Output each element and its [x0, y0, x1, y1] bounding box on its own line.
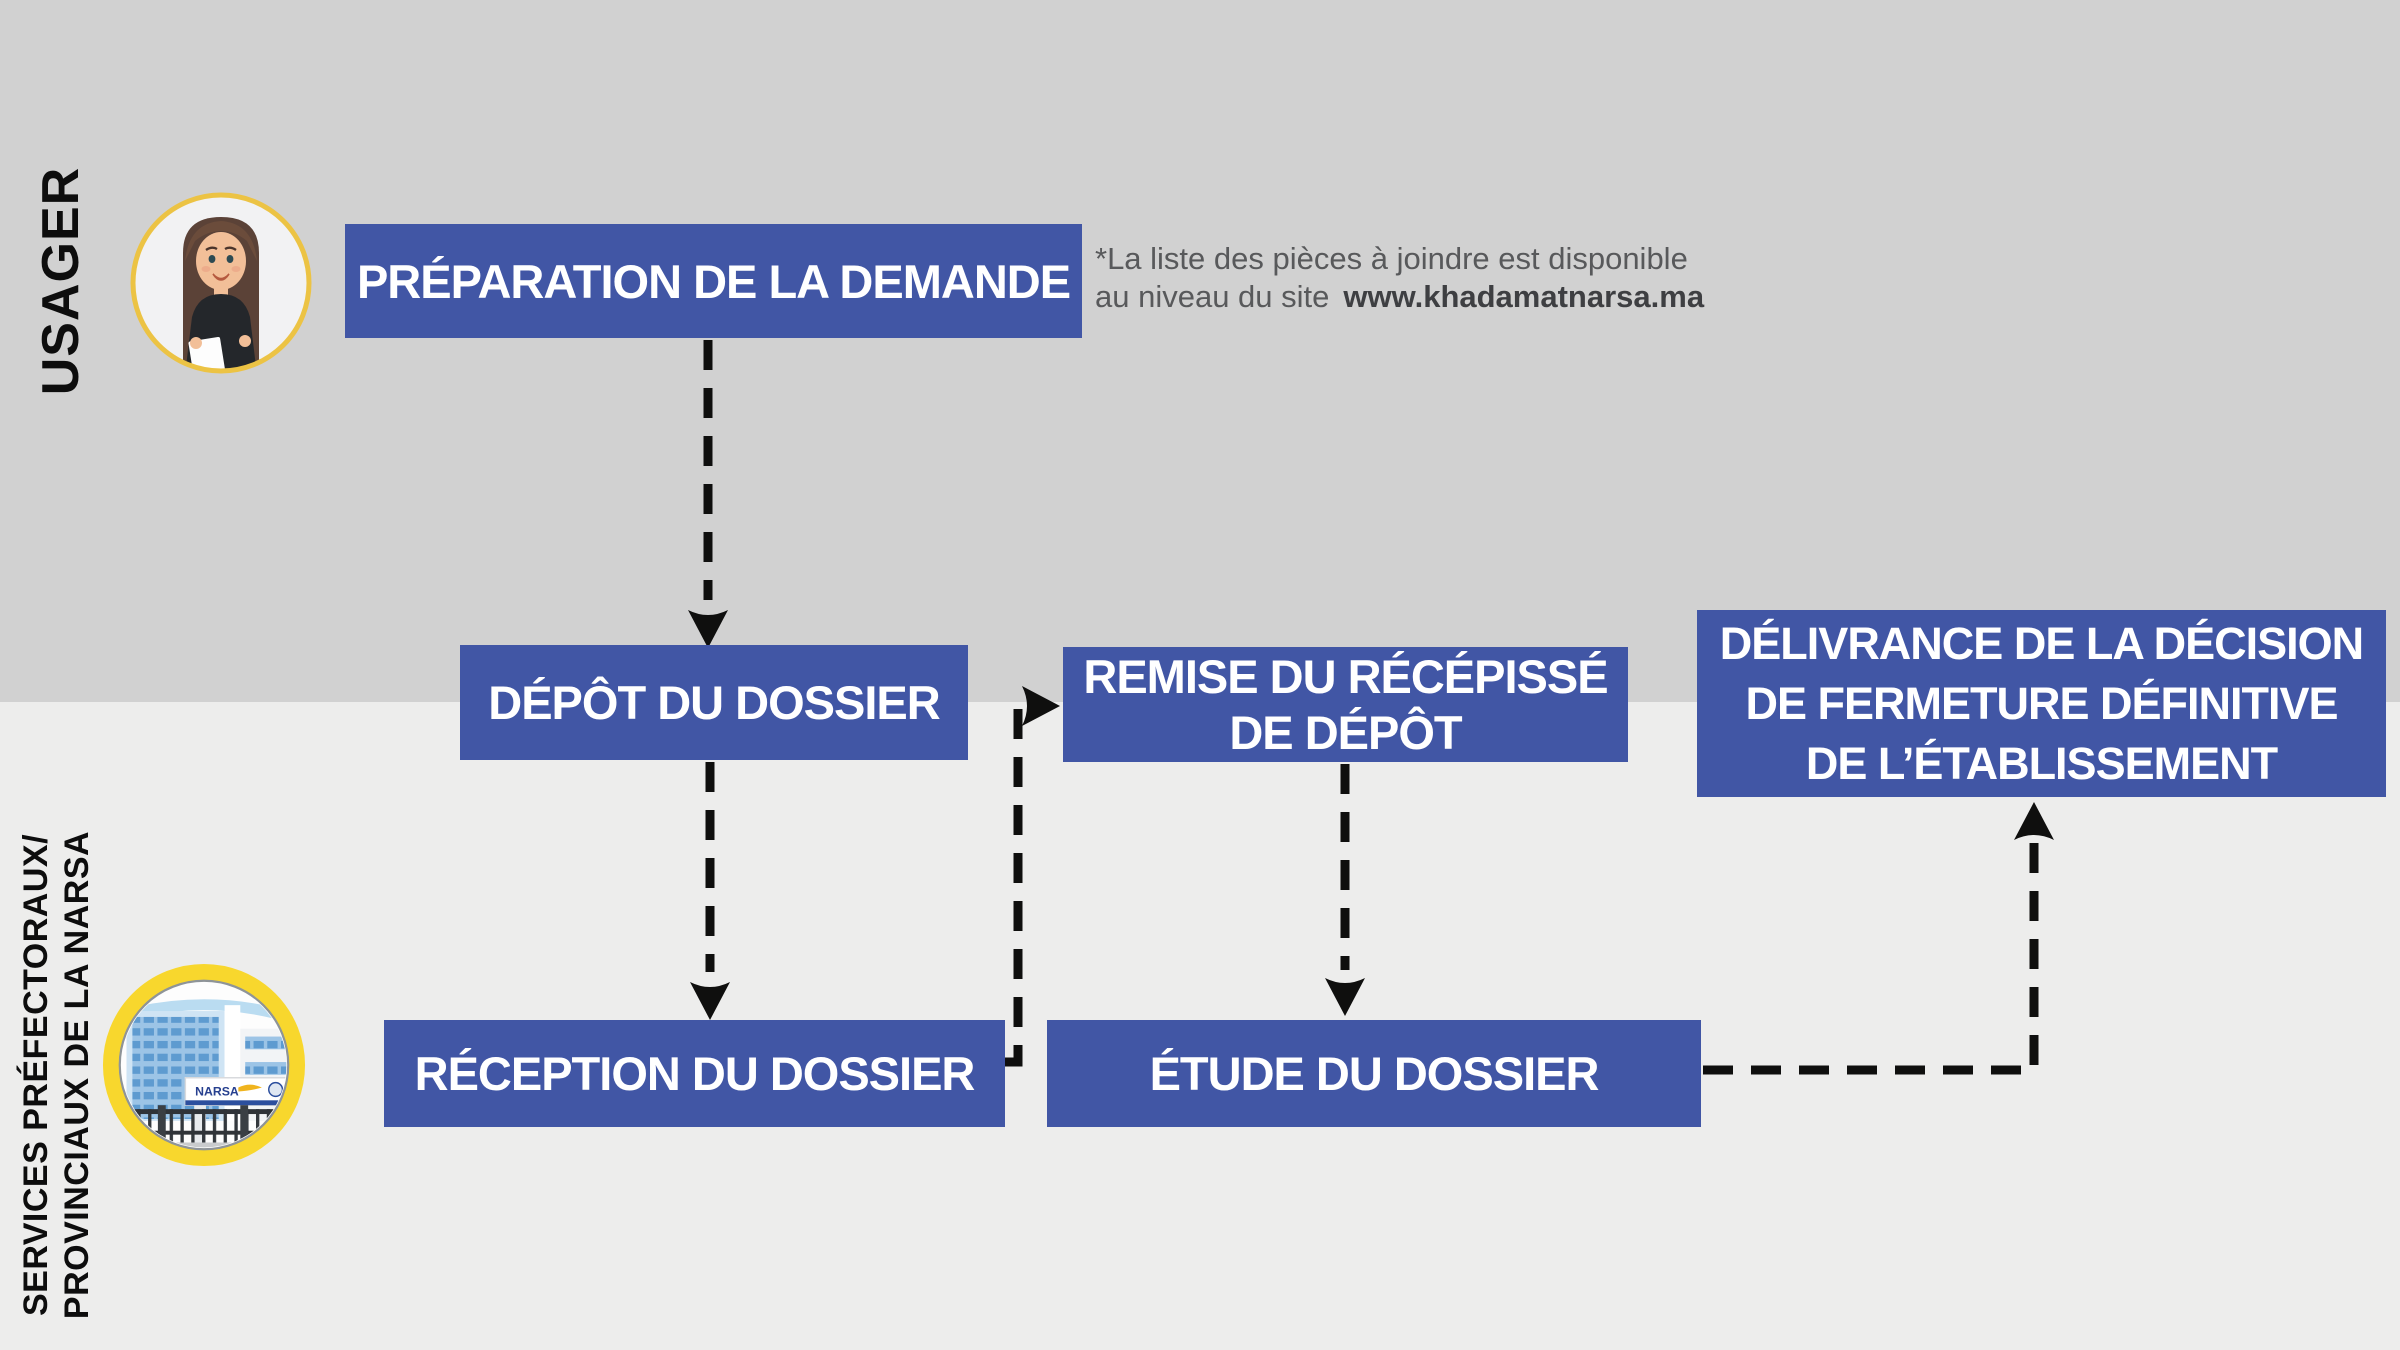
step-delivrance-line2: DE FERMETURE DÉFINITIVE [1745, 677, 2338, 729]
services-building-avatar: NARSA [101, 962, 307, 1168]
lane-usager-background [0, 0, 2400, 702]
step-reception-dossier: RÉCEPTION DU DOSSIER [384, 1020, 1005, 1127]
lane-label-usager: USAGER [31, 167, 91, 395]
step-reception-label: RÉCEPTION DU DOSSIER [414, 1047, 976, 1100]
step-etude-dossier: ÉTUDE DU DOSSIER [1047, 1020, 1701, 1127]
step-preparation-label: PRÉPARATION DE LA DEMANDE [356, 254, 1071, 308]
woman-avatar-icon [130, 192, 312, 374]
building-sign-text: NARSA [195, 1084, 239, 1098]
step-remise-line2: DE DÉPÔT [1229, 705, 1462, 759]
narsa-building-icon: NARSA [102, 963, 306, 1167]
usager-label-text: USAGER [32, 166, 90, 396]
arrowhead-down-into-etude [1325, 978, 1365, 1016]
step-delivrance-line3: DE L’ÉTABLISSEMENT [1805, 737, 2278, 789]
pieces-list-footnote: *La liste des pièces à joindre est dispo… [1095, 240, 1815, 316]
footnote-line2: au niveau du site www.khadamatnarsa.ma [1095, 278, 1815, 316]
connector-reception-remise [1005, 701, 1026, 1067]
lane-label-services: SERVICES PRÉFECTORAUX/ PROVINCIAUX DE LA… [16, 831, 98, 1319]
usager-avatar [129, 191, 313, 375]
services-label-line2: PROVINCIAUX DE LA NARSA [58, 830, 96, 1320]
step-depot-dossier: DÉPÔT DU DOSSIER [460, 645, 968, 760]
step-delivrance-decision: DÉLIVRANCE DE LA DÉCISION DE FERMETURE D… [1697, 610, 2386, 797]
step-remise-recepisse: REMISE DU RÉCÉPISSÉ DE DÉPÔT [1063, 647, 1628, 762]
arrowhead-down-into-depot [688, 610, 728, 648]
step-remise-line1: REMISE DU RÉCÉPISSÉ [1083, 649, 1608, 703]
arrowhead-up-into-delivrance [2014, 802, 2054, 840]
services-label-line1: SERVICES PRÉFECTORAUX/ [17, 833, 55, 1317]
step-etude-label: ÉTUDE DU DOSSIER [1149, 1047, 1600, 1100]
step-delivrance-line1: DÉLIVRANCE DE LA DÉCISION [1719, 617, 2364, 669]
website-url-text: www.khadamatnarsa.ma [1343, 279, 1705, 314]
connector-etude-delivrance [1703, 840, 2039, 1075]
step-depot-label: DÉPÔT DU DOSSIER [488, 676, 940, 729]
footnote-line1: *La liste des pièces à joindre est dispo… [1095, 241, 1688, 276]
arrowhead-right-into-remise [1022, 686, 1060, 726]
arrowhead-down-into-reception [690, 982, 730, 1020]
step-preparation-demande: PRÉPARATION DE LA DEMANDE [345, 224, 1082, 338]
footnote-line2-prefix: au niveau du site [1095, 279, 1330, 314]
